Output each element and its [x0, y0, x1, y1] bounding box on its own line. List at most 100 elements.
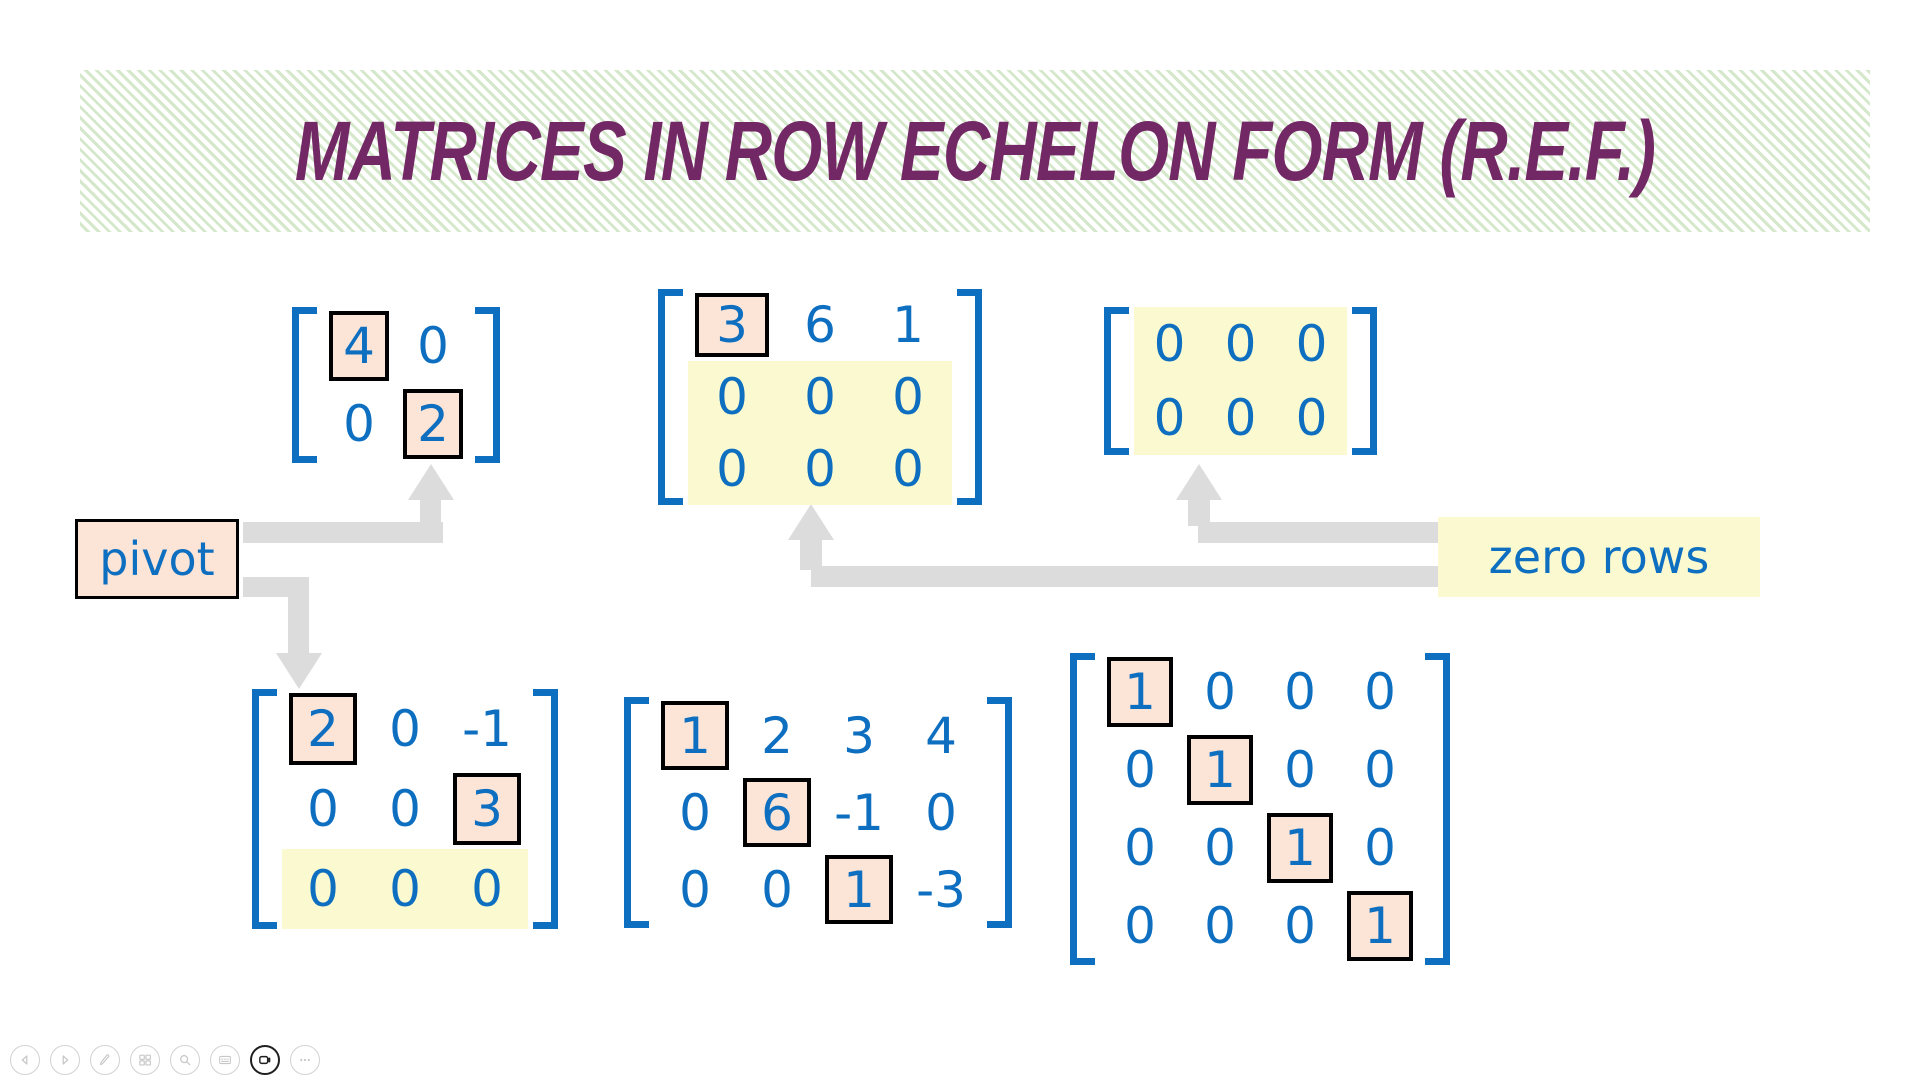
matrix-number: 0	[1204, 897, 1236, 955]
matrix-number: 0	[679, 860, 711, 919]
pivot-box: 2	[289, 693, 357, 765]
zoom-slide-button[interactable]	[170, 1045, 200, 1075]
matrix-number: 0	[1295, 389, 1328, 447]
matrix-cell: 1	[1180, 731, 1260, 809]
matrix-number: 0	[925, 783, 957, 842]
matrix-bracket-left	[1070, 653, 1095, 965]
matrix-number: 0	[679, 783, 711, 842]
matrix-cell: 0	[776, 361, 864, 433]
arrow-segment	[811, 566, 1438, 587]
matrix-cell: 6	[736, 774, 818, 851]
previous-slide-icon	[21, 1055, 28, 1065]
more-options-icon	[300, 1058, 310, 1062]
arrow-head-up-icon	[1176, 464, 1222, 500]
zero-rows-label: zero rows	[1438, 517, 1760, 597]
matrix-cell: 0	[1134, 307, 1205, 381]
matrix-cell: 3	[818, 697, 900, 774]
matrix-cell: 2	[736, 697, 818, 774]
matrix-number: 6	[804, 296, 836, 354]
arrow-segment	[420, 498, 441, 526]
slideshow-toolbar	[10, 1045, 320, 1075]
page-title: MATRICES IN ROW ECHELON FORM (R.E.F.)	[294, 103, 1656, 198]
matrix-number: 0	[1284, 741, 1316, 799]
pivot-box: 4	[329, 311, 389, 381]
arrow-segment	[288, 577, 309, 655]
matrix-cell: 0	[776, 433, 864, 505]
arrow-segment	[243, 522, 443, 543]
matrix-cell: 0	[1340, 731, 1420, 809]
matrix-number: 0	[716, 440, 748, 498]
matrix-number: 0	[892, 440, 924, 498]
matrix-number: 0	[1124, 819, 1156, 877]
matrix-bracket-left	[1104, 307, 1129, 455]
matrix-number: 0	[471, 860, 503, 918]
matrix-number: 0	[1224, 389, 1257, 447]
matrix-bracket-right	[1352, 307, 1377, 455]
matrix-bracket-right	[957, 289, 982, 505]
matrix-cell: 0	[864, 361, 952, 433]
camera-button[interactable]	[250, 1045, 280, 1075]
matrix-number: 0	[389, 700, 421, 758]
matrix-number: 4	[925, 706, 957, 765]
matrix-number: 0	[761, 860, 793, 919]
matrix-number: 1	[892, 296, 924, 354]
matrix-number: 3	[843, 706, 875, 765]
matrix-cell: 0	[364, 849, 446, 929]
matrix-number: 0	[1284, 897, 1316, 955]
arrow-head-down-icon	[276, 653, 322, 689]
pivot-box: 3	[453, 773, 521, 845]
arrow-segment	[800, 538, 822, 570]
camera-icon	[259, 1055, 271, 1065]
matrix-cell: 0	[688, 433, 776, 505]
matrix-number: 0	[389, 780, 421, 838]
matrix-number: 0	[1153, 389, 1186, 447]
pivot-box: 1	[1267, 813, 1333, 883]
matrix-cell: 4	[322, 307, 396, 385]
pen-tools-button[interactable]	[90, 1045, 120, 1075]
zero-rows-label-text: zero rows	[1488, 530, 1710, 584]
matrix-cell: 0	[1180, 653, 1260, 731]
matrix-cell: 1	[654, 697, 736, 774]
pivot-box: 2	[403, 389, 463, 459]
matrix-number: 0	[307, 780, 339, 838]
matrix-cell: 0	[282, 849, 364, 929]
next-slide-button[interactable]	[50, 1045, 80, 1075]
previous-slide-button[interactable]	[10, 1045, 40, 1075]
matrix-cell: 0	[1134, 381, 1205, 455]
captions-button[interactable]	[210, 1045, 240, 1075]
matrix-number: 0	[1295, 315, 1328, 373]
matrix-cell: 0	[1205, 307, 1276, 381]
matrix-cell: 6	[776, 289, 864, 361]
matrix-cell: 0	[322, 385, 396, 463]
matrix-cell: 0	[282, 769, 364, 849]
matrix-number: 0	[804, 440, 836, 498]
matrix-cell: 0	[1260, 731, 1340, 809]
arrow-head-up-icon	[788, 504, 834, 540]
matrix-bracket-left	[292, 307, 317, 463]
matrix-number: -1	[834, 783, 884, 842]
matrix-cell: 0	[1205, 381, 1276, 455]
pivot-box: 1	[1187, 735, 1253, 805]
matrix-number: 0	[1364, 741, 1396, 799]
matrix-number: 0	[389, 860, 421, 918]
matrix-number: 0	[1284, 663, 1316, 721]
matrix-cell: -1	[446, 689, 528, 769]
next-slide-icon	[62, 1055, 69, 1065]
matrix-bracket-left	[658, 289, 683, 505]
matrix-cell: 0	[864, 433, 952, 505]
title-banner: MATRICES IN ROW ECHELON FORM (R.E.F.)	[80, 70, 1870, 232]
pen-tools-icon	[99, 1054, 110, 1066]
see-all-slides-button[interactable]	[130, 1045, 160, 1075]
matrix-cell: 1	[1260, 809, 1340, 887]
matrix-cell: 0	[1180, 809, 1260, 887]
more-options-button[interactable]	[290, 1045, 320, 1075]
arrow-head-up-icon	[408, 464, 454, 500]
captions-icon	[219, 1055, 231, 1065]
matrix-number: 0	[1204, 663, 1236, 721]
